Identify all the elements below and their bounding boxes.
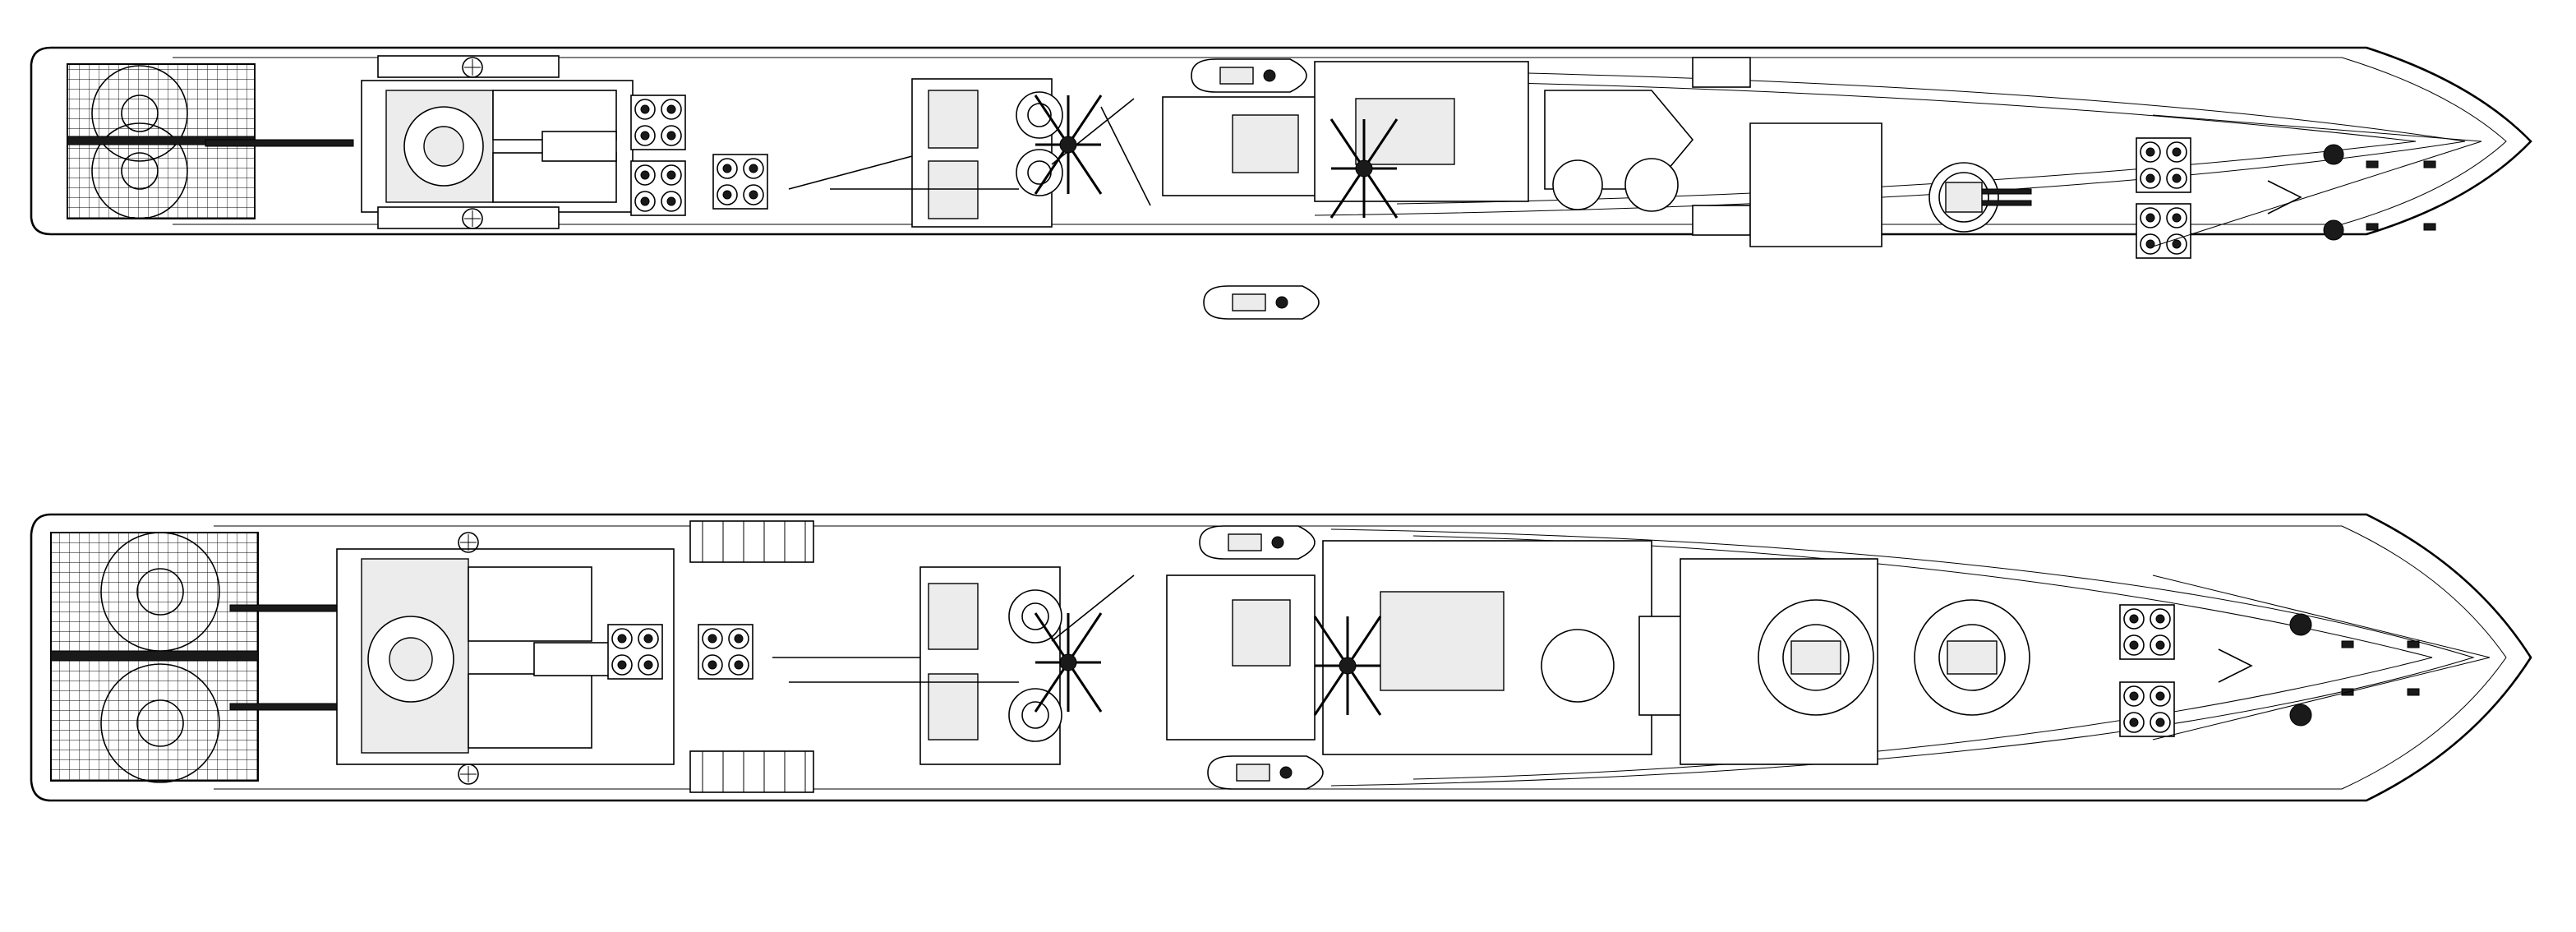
vls-cells <box>689 520 814 793</box>
upper-ship-plan <box>30 46 2532 320</box>
helicopter-deck-net-lower <box>50 532 379 783</box>
anchor-icon <box>2267 144 2344 241</box>
superstructure <box>1162 57 1751 236</box>
lower-ship-plan <box>30 513 2532 802</box>
forward-gun-turret <box>1749 122 2032 247</box>
hangar-lower <box>336 532 675 785</box>
gun-turret-icon <box>630 160 686 216</box>
helicopter-deck-net-icon <box>67 63 354 219</box>
missile-launcher-icon <box>911 78 1063 228</box>
boat-icon <box>1191 58 1307 93</box>
hangar-structure <box>361 55 634 229</box>
forward-guns-lower <box>1758 599 2030 716</box>
missile-launcher-lower <box>919 566 1062 765</box>
